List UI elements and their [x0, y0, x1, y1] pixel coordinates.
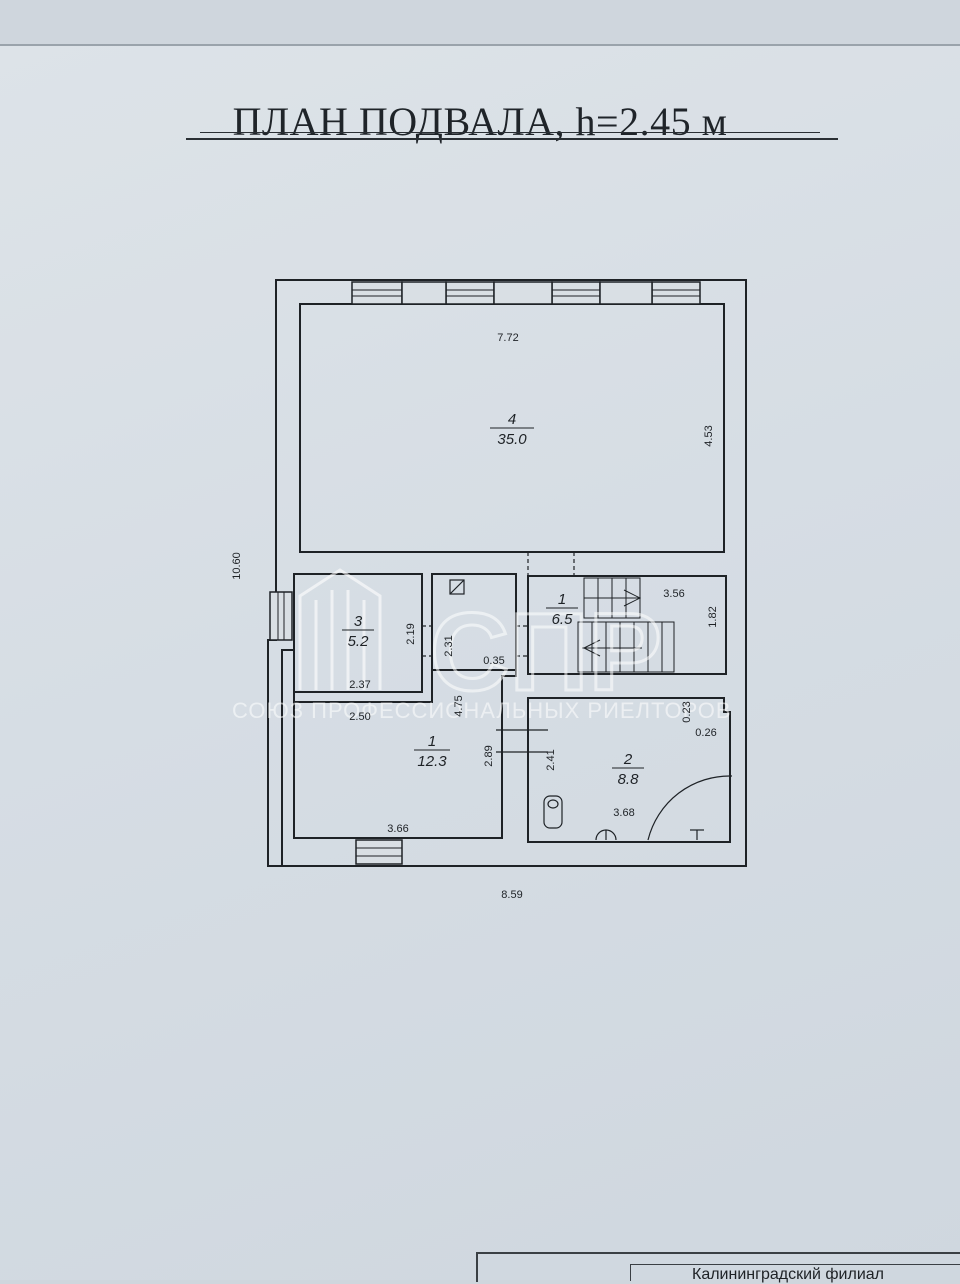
dim-room3-width: 2.37 [349, 679, 370, 691]
dim-closet-height: 2.31 [443, 635, 455, 656]
stair-room-area: 6.5 [552, 611, 574, 628]
dim-room1-width: 3.66 [387, 823, 408, 835]
dim-wall-a: 0.23 [681, 701, 693, 722]
paper-sheet [0, 44, 960, 1280]
dim-room2-height: 2.41 [545, 749, 557, 770]
room-3-outline [293, 573, 423, 693]
ventilation-symbol [449, 579, 465, 595]
room-2-outline [527, 697, 731, 843]
stair-room-outline [527, 575, 727, 675]
staircase [577, 577, 675, 673]
dim-top-width: 7.72 [497, 332, 518, 344]
dim-room3-height: 2.19 [405, 623, 417, 644]
window-left [269, 591, 293, 641]
window-top-4 [651, 281, 701, 305]
watermark: СПР СОЮЗ ПРОФЕССИОНАЛЬНЫХ РИЕЛТОРОВ [232, 568, 732, 723]
window-top-3 [551, 281, 601, 305]
toilet-bowl [547, 799, 559, 809]
toilet-icon [543, 795, 563, 829]
window-bottom [355, 839, 403, 865]
dim-overall-height: 10.60 [231, 552, 243, 580]
pier-2 [493, 281, 553, 305]
room-4-number: 4 [508, 411, 516, 428]
dim-corridor-length: 4.75 [453, 695, 465, 716]
dim-corridor-width: 2.50 [349, 711, 370, 723]
room-3-area: 5.2 [348, 633, 370, 650]
room-2-number: 2 [623, 751, 633, 768]
pier-3 [599, 281, 653, 305]
room-1-number: 1 [428, 733, 436, 750]
room-2-area: 8.8 [618, 771, 640, 788]
watermark-logo: СПР [430, 591, 662, 714]
sheet-edge [0, 44, 960, 46]
watermark-building-icon [298, 568, 382, 690]
door-swing-arc [647, 775, 733, 841]
room-4-area: 35.0 [497, 431, 527, 448]
title-underline [186, 138, 838, 140]
room-1-outline [293, 669, 517, 839]
dim-room1-height: 2.89 [483, 745, 495, 766]
title-underline-thin [200, 132, 820, 133]
dim-overall-width: 8.59 [501, 889, 522, 901]
bottom-wall-inner-line [281, 649, 295, 866]
stair-room-number: 1 [558, 591, 566, 608]
window-top-1 [351, 281, 403, 305]
title-block-cell [630, 1264, 960, 1281]
dim-room4-height: 4.53 [703, 425, 715, 446]
pier-1 [401, 281, 447, 305]
dim-stair-width: 3.56 [663, 588, 684, 600]
room-1-area: 12.3 [417, 753, 447, 770]
plan-title: ПЛАН ПОДВАЛА, h=2.45 м [232, 99, 728, 144]
title-block-text: Калининградский филиал [692, 1266, 884, 1283]
dim-stair-height: 1.82 [707, 606, 719, 627]
watermark-text: СОЮЗ ПРОФЕССИОНАЛЬНЫХ РИЕЛТОРОВ [232, 698, 732, 723]
dim-room2-width: 3.68 [613, 807, 634, 819]
room-3-number: 3 [354, 613, 363, 630]
dim-closet-gap: 0.35 [483, 655, 504, 667]
window-top-2 [445, 281, 495, 305]
dim-wall-b: 0.26 [695, 727, 716, 739]
title-block-frame [476, 1252, 960, 1282]
